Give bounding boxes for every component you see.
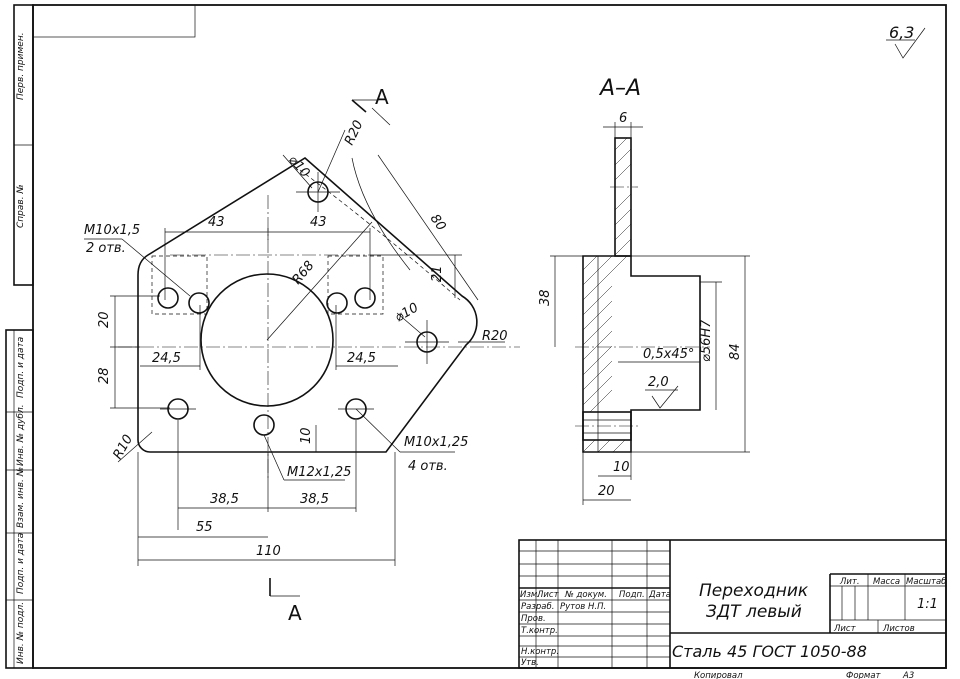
- cut-letter-bottom: A: [288, 601, 302, 625]
- tb-format-value: А3: [902, 671, 914, 679]
- cut-letter-top: A: [375, 85, 389, 109]
- section-hatching: [582, 137, 632, 453]
- tb-sheet: Лист: [833, 624, 857, 634]
- dim-m10-count: 2 отв.: [86, 241, 126, 256]
- tb-format: Формат: [846, 671, 882, 679]
- dim-m10-thread: M10x1,5: [84, 223, 140, 238]
- front-view: [118, 107, 520, 480]
- dim-m12-thread: M12x1,25: [287, 465, 351, 480]
- dim-10-front: 10: [299, 427, 314, 444]
- tb-header-list: Лист: [536, 590, 560, 600]
- dim-38-5-right: 38,5: [300, 492, 329, 507]
- side-label-podp-data-1: Подп. и дата: [16, 337, 26, 398]
- side-labels: Перв. примен. Справ. № Подп. и дата Инв.…: [16, 32, 26, 664]
- tb-header-doc: № докум.: [564, 590, 607, 600]
- section-body: [582, 255, 701, 453]
- tb-role-tkontr: Т.контр.: [521, 626, 558, 636]
- side-label-vzam-inv: Взам. инв. №: [16, 467, 26, 528]
- tb-header-podp: Подп.: [619, 590, 645, 600]
- tb-copied: Копировал: [694, 671, 743, 679]
- tb-role-nkontr: Н.контр.: [521, 647, 559, 657]
- dim-20: 20: [97, 311, 112, 328]
- dim-r10: R10: [110, 432, 136, 462]
- dim-38-5-left: 38,5: [210, 492, 239, 507]
- dim-38: 38: [538, 289, 553, 306]
- tb-header-date: Дата: [648, 590, 671, 600]
- svg-text:6,3: 6,3: [889, 23, 914, 42]
- roughness-mark: 6,3: [886, 23, 926, 59]
- dim-m10b-count: 4 отв.: [408, 459, 448, 474]
- drawing-frame: [5, 4, 947, 669]
- dim-m10b-thread: M10x1,25: [404, 435, 468, 450]
- dim-28: 28: [97, 367, 112, 384]
- tb-role-razrab: Разраб.: [521, 602, 554, 612]
- tb-material: Сталь 45 ГОСТ 1050-88: [672, 642, 867, 661]
- section-cut-line: A A: [269, 85, 389, 625]
- part-outline: [137, 157, 478, 453]
- dim-20-section: 20: [598, 484, 615, 499]
- tb-role-prov: Пров.: [521, 614, 546, 624]
- dim-84: 84: [728, 343, 743, 360]
- side-label-sprav-no: Справ. №: [16, 184, 26, 228]
- main-bore: [200, 273, 334, 407]
- side-label-inv-podl: Инв. № подл.: [16, 602, 26, 664]
- dim-r68: R68: [290, 258, 318, 287]
- tb-lit: Лит.: [839, 577, 860, 587]
- title-block: Изм. Лист № докум. Подп. Дата Разраб. Ру…: [518, 539, 947, 679]
- dim-24-5-left: 24,5: [152, 351, 181, 366]
- section-dimensions: 6 38 ⌀56H7 84 0,5x45° 2,0 10 20: [538, 111, 750, 505]
- tb-sheets: Листов: [882, 624, 915, 634]
- section-view: A–A: [575, 76, 710, 453]
- side-label-perv-primen: Перв. примен.: [16, 32, 26, 100]
- dim-r20-right: R20: [482, 329, 508, 344]
- side-label-podp-data-2: Подп. и дата: [16, 533, 26, 594]
- dim-rough-2: 2,0: [648, 375, 669, 390]
- dim-6: 6: [619, 111, 627, 126]
- side-label-inv-dubl: Инв. № дубл.: [16, 404, 26, 466]
- tb-part-name-2: ЗДТ левый: [706, 602, 802, 622]
- tb-scale-label: Масштаб: [906, 577, 946, 587]
- dim-chamfer: 0,5x45°: [643, 347, 694, 362]
- dim-43-left: 43: [208, 215, 225, 230]
- front-dimensions: 43 43 R20 ⌀10 80 R68 21 M10x1,5 2 отв. 2…: [84, 118, 508, 566]
- dim-10-section: 10: [613, 460, 630, 475]
- dim-24-5-right: 24,5: [347, 351, 376, 366]
- section-title: A–A: [598, 76, 641, 101]
- dim-55: 55: [196, 520, 213, 535]
- dim-d56h7: ⌀56H7: [699, 319, 714, 362]
- tb-mass: Масса: [873, 577, 900, 587]
- tb-header-izm: Изм.: [520, 590, 540, 600]
- tb-role-utv: Утв.: [521, 658, 539, 668]
- tb-developer: Рутов Н.П.: [560, 602, 606, 612]
- dim-110: 110: [256, 544, 281, 559]
- dim-r20-top: R20: [342, 118, 366, 148]
- dim-21: 21: [430, 265, 445, 282]
- dim-43-right: 43: [310, 215, 327, 230]
- tb-scale-value: 1:1: [917, 597, 938, 612]
- tb-part-name-1: Переходник: [699, 581, 809, 601]
